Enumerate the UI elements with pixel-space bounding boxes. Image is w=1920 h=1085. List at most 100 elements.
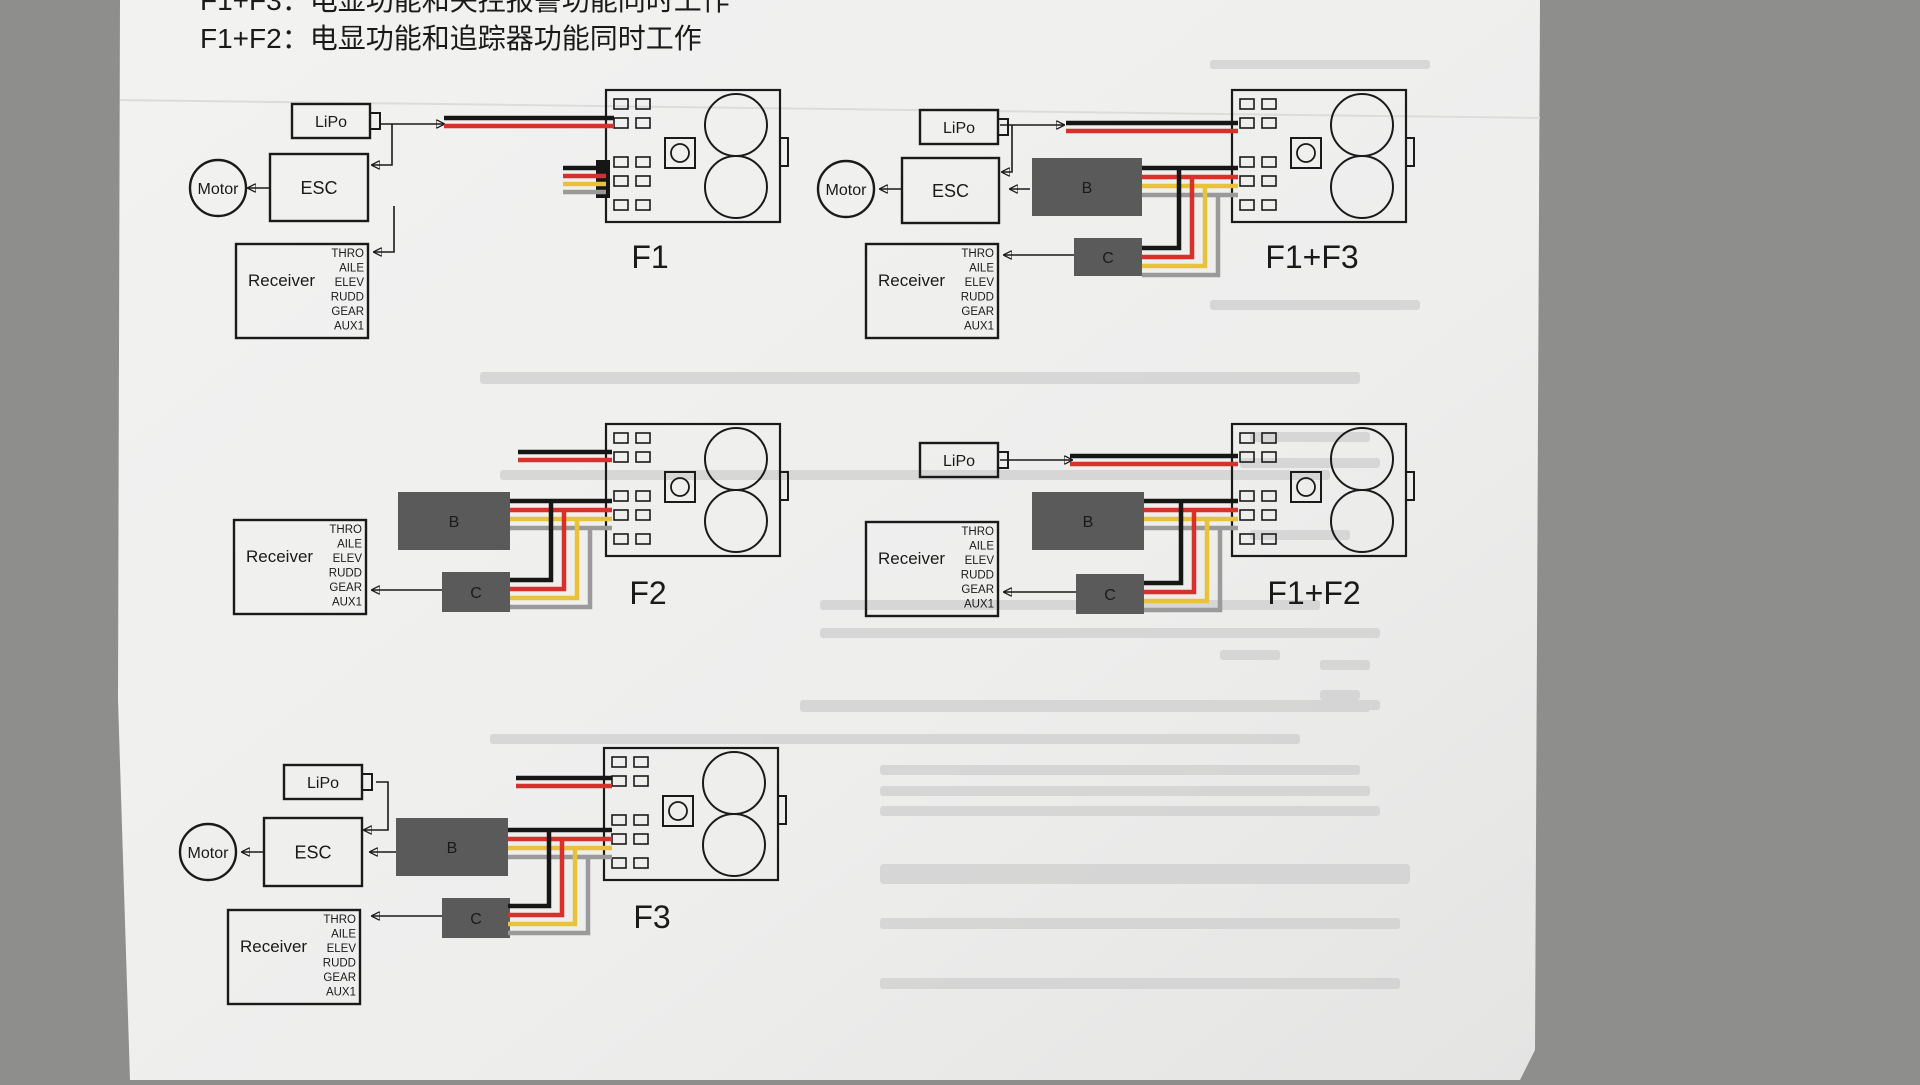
motor-label: Motor — [188, 845, 230, 862]
plug-b-label: B — [1082, 180, 1093, 197]
channel-label: AILE — [969, 541, 994, 553]
button-square — [664, 471, 696, 503]
pin-pad — [635, 509, 651, 521]
pin-pad — [1239, 509, 1255, 521]
diagram-f1f3: LiPoESCMotorReceiverTHROAILEELEVRUDDGEAR… — [816, 88, 1415, 340]
channel-label: RUDD — [331, 292, 364, 304]
pin-pad — [613, 490, 629, 502]
pin-pad — [1261, 509, 1277, 521]
pin-pad — [635, 175, 651, 187]
pin-pad — [1239, 490, 1255, 502]
receiver-box — [226, 908, 362, 1006]
wire — [1144, 528, 1223, 613]
plug-b-label: B — [449, 514, 460, 531]
buzzer-bottom — [702, 813, 766, 877]
wire — [1142, 168, 1182, 251]
wire — [1142, 177, 1195, 260]
pin-pad — [635, 490, 651, 502]
module-switch — [777, 795, 787, 825]
diagram-title-f2: F2 — [629, 575, 666, 611]
pin-pad — [633, 833, 649, 845]
receiver-box — [864, 520, 1000, 618]
pin-pad — [635, 117, 651, 129]
pin-pad — [613, 432, 629, 444]
lipo-connector — [369, 112, 381, 130]
channel-label: AUX1 — [326, 987, 356, 999]
plug-c-label: C — [1102, 250, 1114, 267]
wire — [508, 857, 591, 936]
pin-pad — [635, 432, 651, 444]
wire — [1144, 510, 1197, 595]
diagram-title-f3: F3 — [633, 899, 670, 935]
pin-pad — [1261, 175, 1277, 187]
channel-label: AUX1 — [964, 321, 994, 333]
pin-pad — [611, 775, 627, 787]
channel-label: THRO — [323, 914, 356, 926]
module-switch — [1405, 471, 1415, 501]
pin-pad — [1261, 432, 1277, 444]
plug-c-label: C — [1104, 587, 1116, 604]
plug-b-label: B — [447, 840, 458, 857]
pin-pad — [635, 533, 651, 545]
motor-icon — [816, 159, 876, 219]
diagram-title-f1f2: F1+F2 — [1267, 575, 1360, 611]
plug-b — [1032, 158, 1142, 216]
pin-pad — [1239, 533, 1255, 545]
esc-box-label: ESC — [300, 178, 337, 198]
receiver-box — [232, 518, 368, 616]
diagram-f1: LiPoESCMotorReceiverTHROAILEELEVRUDDGEAR… — [188, 88, 789, 340]
channel-label: AUX1 — [332, 597, 362, 609]
receiver-label: Receiver — [878, 271, 945, 290]
pin-pad — [1239, 175, 1255, 187]
pin-pad — [1239, 451, 1255, 463]
channel-label: RUDD — [323, 958, 356, 970]
receiver-box — [864, 242, 1000, 340]
pin-pad — [635, 98, 651, 110]
lipo-label: LiPo — [943, 453, 975, 470]
lipo-label: LiPo — [315, 114, 347, 131]
channel-label: AILE — [337, 539, 362, 551]
module-switch — [1405, 137, 1415, 167]
wire — [508, 848, 578, 927]
signal-arrow — [1002, 125, 1013, 172]
diagram-grid: LiPoESCMotorReceiverTHROAILEELEVRUDDGEAR… — [178, 88, 1415, 1006]
buzzer-bottom — [704, 155, 768, 219]
pin-pad — [635, 199, 651, 211]
button-square — [664, 137, 696, 169]
pin-pad — [1261, 533, 1277, 545]
pin-pad — [633, 814, 649, 826]
receiver-label: Receiver — [248, 271, 315, 290]
channel-label: THRO — [329, 524, 362, 536]
channel-label: GEAR — [323, 972, 356, 984]
buzzer-bottom — [1330, 489, 1394, 553]
channel-label: GEAR — [331, 306, 364, 318]
wire — [508, 830, 552, 909]
channel-label: RUDD — [329, 568, 362, 580]
receiver-label: Receiver — [878, 549, 945, 568]
motor-label: Motor — [826, 182, 868, 199]
receiver-label: Receiver — [246, 547, 313, 566]
pin-pad — [633, 756, 649, 768]
pin-pad — [1261, 117, 1277, 129]
module-switch — [779, 137, 789, 167]
pin-pad — [613, 199, 629, 211]
module-switch — [779, 471, 789, 501]
pin-pad — [633, 775, 649, 787]
plug-c — [1076, 574, 1144, 614]
channel-label: THRO — [961, 526, 994, 538]
motor-icon — [178, 822, 238, 882]
pin-pad — [1261, 451, 1277, 463]
wire — [1144, 519, 1210, 604]
pin-pad — [1239, 156, 1255, 168]
button-icon — [1296, 477, 1316, 497]
pin-pad — [635, 451, 651, 463]
channel-label: AUX1 — [334, 321, 364, 333]
pin-pad — [1261, 199, 1277, 211]
channel-label: ELEV — [965, 555, 995, 567]
pin-pad — [613, 175, 629, 187]
channel-label: AUX1 — [964, 599, 994, 611]
pin-pad — [633, 857, 649, 869]
channel-label: ELEV — [333, 553, 363, 565]
